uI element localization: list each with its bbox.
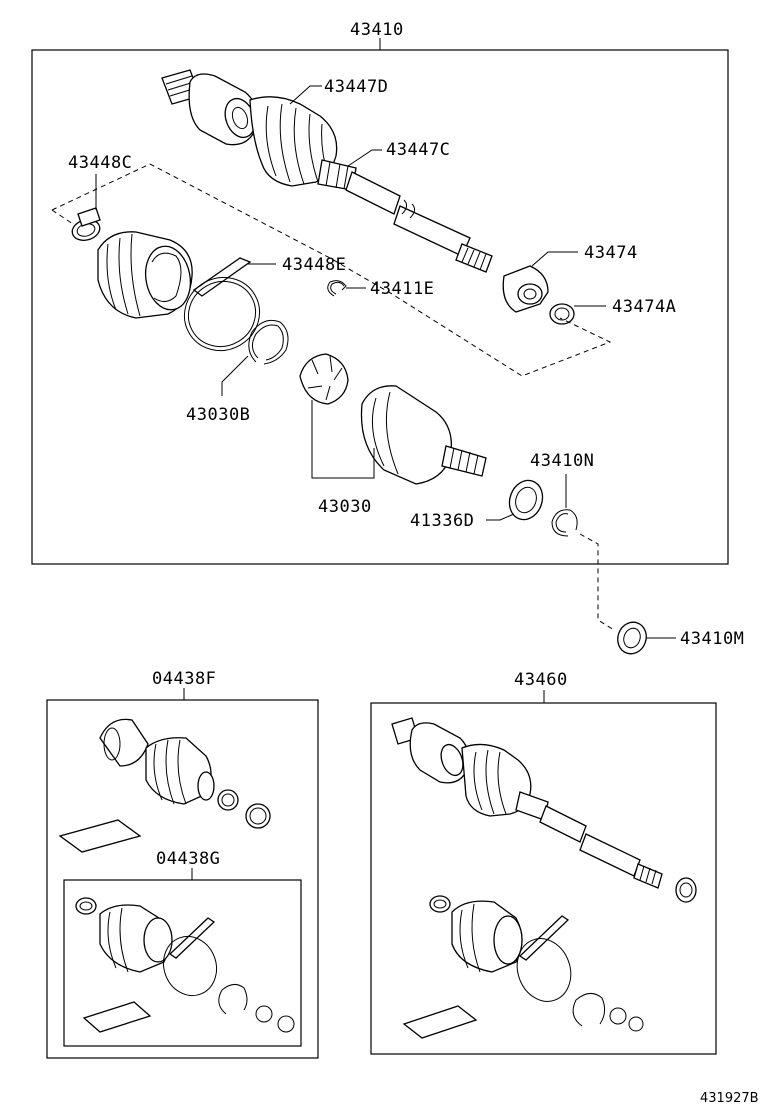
label-41336D: 41336D bbox=[410, 511, 515, 531]
drive-shaft-43460[interactable] bbox=[391, 717, 697, 1039]
part-43448C-clamp[interactable] bbox=[70, 207, 102, 243]
assembly-43410-label[interactable]: 43410 bbox=[350, 20, 404, 40]
assembly-43410: 43410 bbox=[31, 20, 729, 565]
svg-text:43447D[interactable]: 43447D bbox=[324, 77, 388, 97]
part-43030B-ring[interactable] bbox=[248, 319, 289, 365]
drive-shaft-main[interactable] bbox=[161, 69, 493, 273]
part-43448E-band[interactable] bbox=[171, 257, 273, 364]
label-43447D: 43447D bbox=[289, 77, 388, 105]
diagram-footer-code: 431927B bbox=[700, 1091, 759, 1106]
label-43448C: 43448C bbox=[68, 153, 132, 210]
kit-04438F-parts[interactable] bbox=[58, 718, 271, 853]
assembly-43460: 43460 bbox=[370, 670, 717, 1055]
svg-text:43448C[interactable]: 43448C bbox=[68, 153, 132, 173]
svg-text:43411E[interactable]: 43411E bbox=[370, 279, 434, 299]
assembly-04438G-frame bbox=[63, 879, 302, 1047]
svg-text:43030B[interactable]: 43030B bbox=[186, 405, 250, 425]
label-43030B: 43030B bbox=[186, 355, 250, 425]
assembly-04438G: 04438G bbox=[63, 849, 302, 1047]
label-43410N: 43410N bbox=[530, 451, 594, 508]
part-inner-boot[interactable] bbox=[97, 231, 195, 319]
label-43411E: 43411E bbox=[346, 279, 434, 299]
assembly-04438G-label[interactable]: 04438G bbox=[156, 849, 220, 869]
svg-text:43448E[interactable]: 43448E bbox=[282, 255, 346, 275]
svg-text:41336D[interactable]: 41336D bbox=[410, 511, 474, 531]
part-43410M-bearing[interactable] bbox=[613, 618, 650, 658]
part-tripod-joint[interactable] bbox=[299, 353, 349, 405]
svg-text:43474A[interactable]: 43474A bbox=[612, 297, 676, 317]
svg-text:43474[interactable]: 43474 bbox=[584, 243, 638, 263]
kit-04438G-parts[interactable] bbox=[75, 897, 295, 1033]
svg-text:43447C[interactable]: 43447C bbox=[386, 140, 450, 160]
part-43410N-ring[interactable] bbox=[551, 509, 578, 537]
part-41336D-seal[interactable] bbox=[504, 476, 548, 525]
assembly-04438F: 04438F bbox=[46, 669, 319, 1059]
label-43474: 43474 bbox=[531, 243, 638, 267]
label-43474A: 43474A bbox=[574, 297, 676, 317]
part-43411E-circlip[interactable] bbox=[327, 280, 347, 297]
kit-boundary-dashed bbox=[51, 163, 612, 377]
label-43447C: 43447C bbox=[347, 140, 450, 167]
assembly-43460-label[interactable]: 43460 bbox=[514, 670, 568, 690]
part-43474-damper[interactable] bbox=[502, 265, 549, 313]
assembly-04438F-frame bbox=[46, 699, 319, 1059]
assembly-04438F-label[interactable]: 04438F bbox=[152, 669, 216, 689]
svg-text:43410M[interactable]: 43410M bbox=[680, 629, 744, 649]
svg-text:43030[interactable]: 43030 bbox=[318, 497, 372, 517]
label-43030: 43030 bbox=[311, 400, 375, 517]
label-43410M: 43410M bbox=[646, 629, 744, 649]
part-43474A-clamp[interactable] bbox=[549, 303, 575, 325]
part-43030-housing[interactable] bbox=[360, 385, 487, 485]
svg-text:43410N[interactable]: 43410N bbox=[530, 451, 594, 471]
label-43448E: 43448E bbox=[248, 255, 346, 275]
